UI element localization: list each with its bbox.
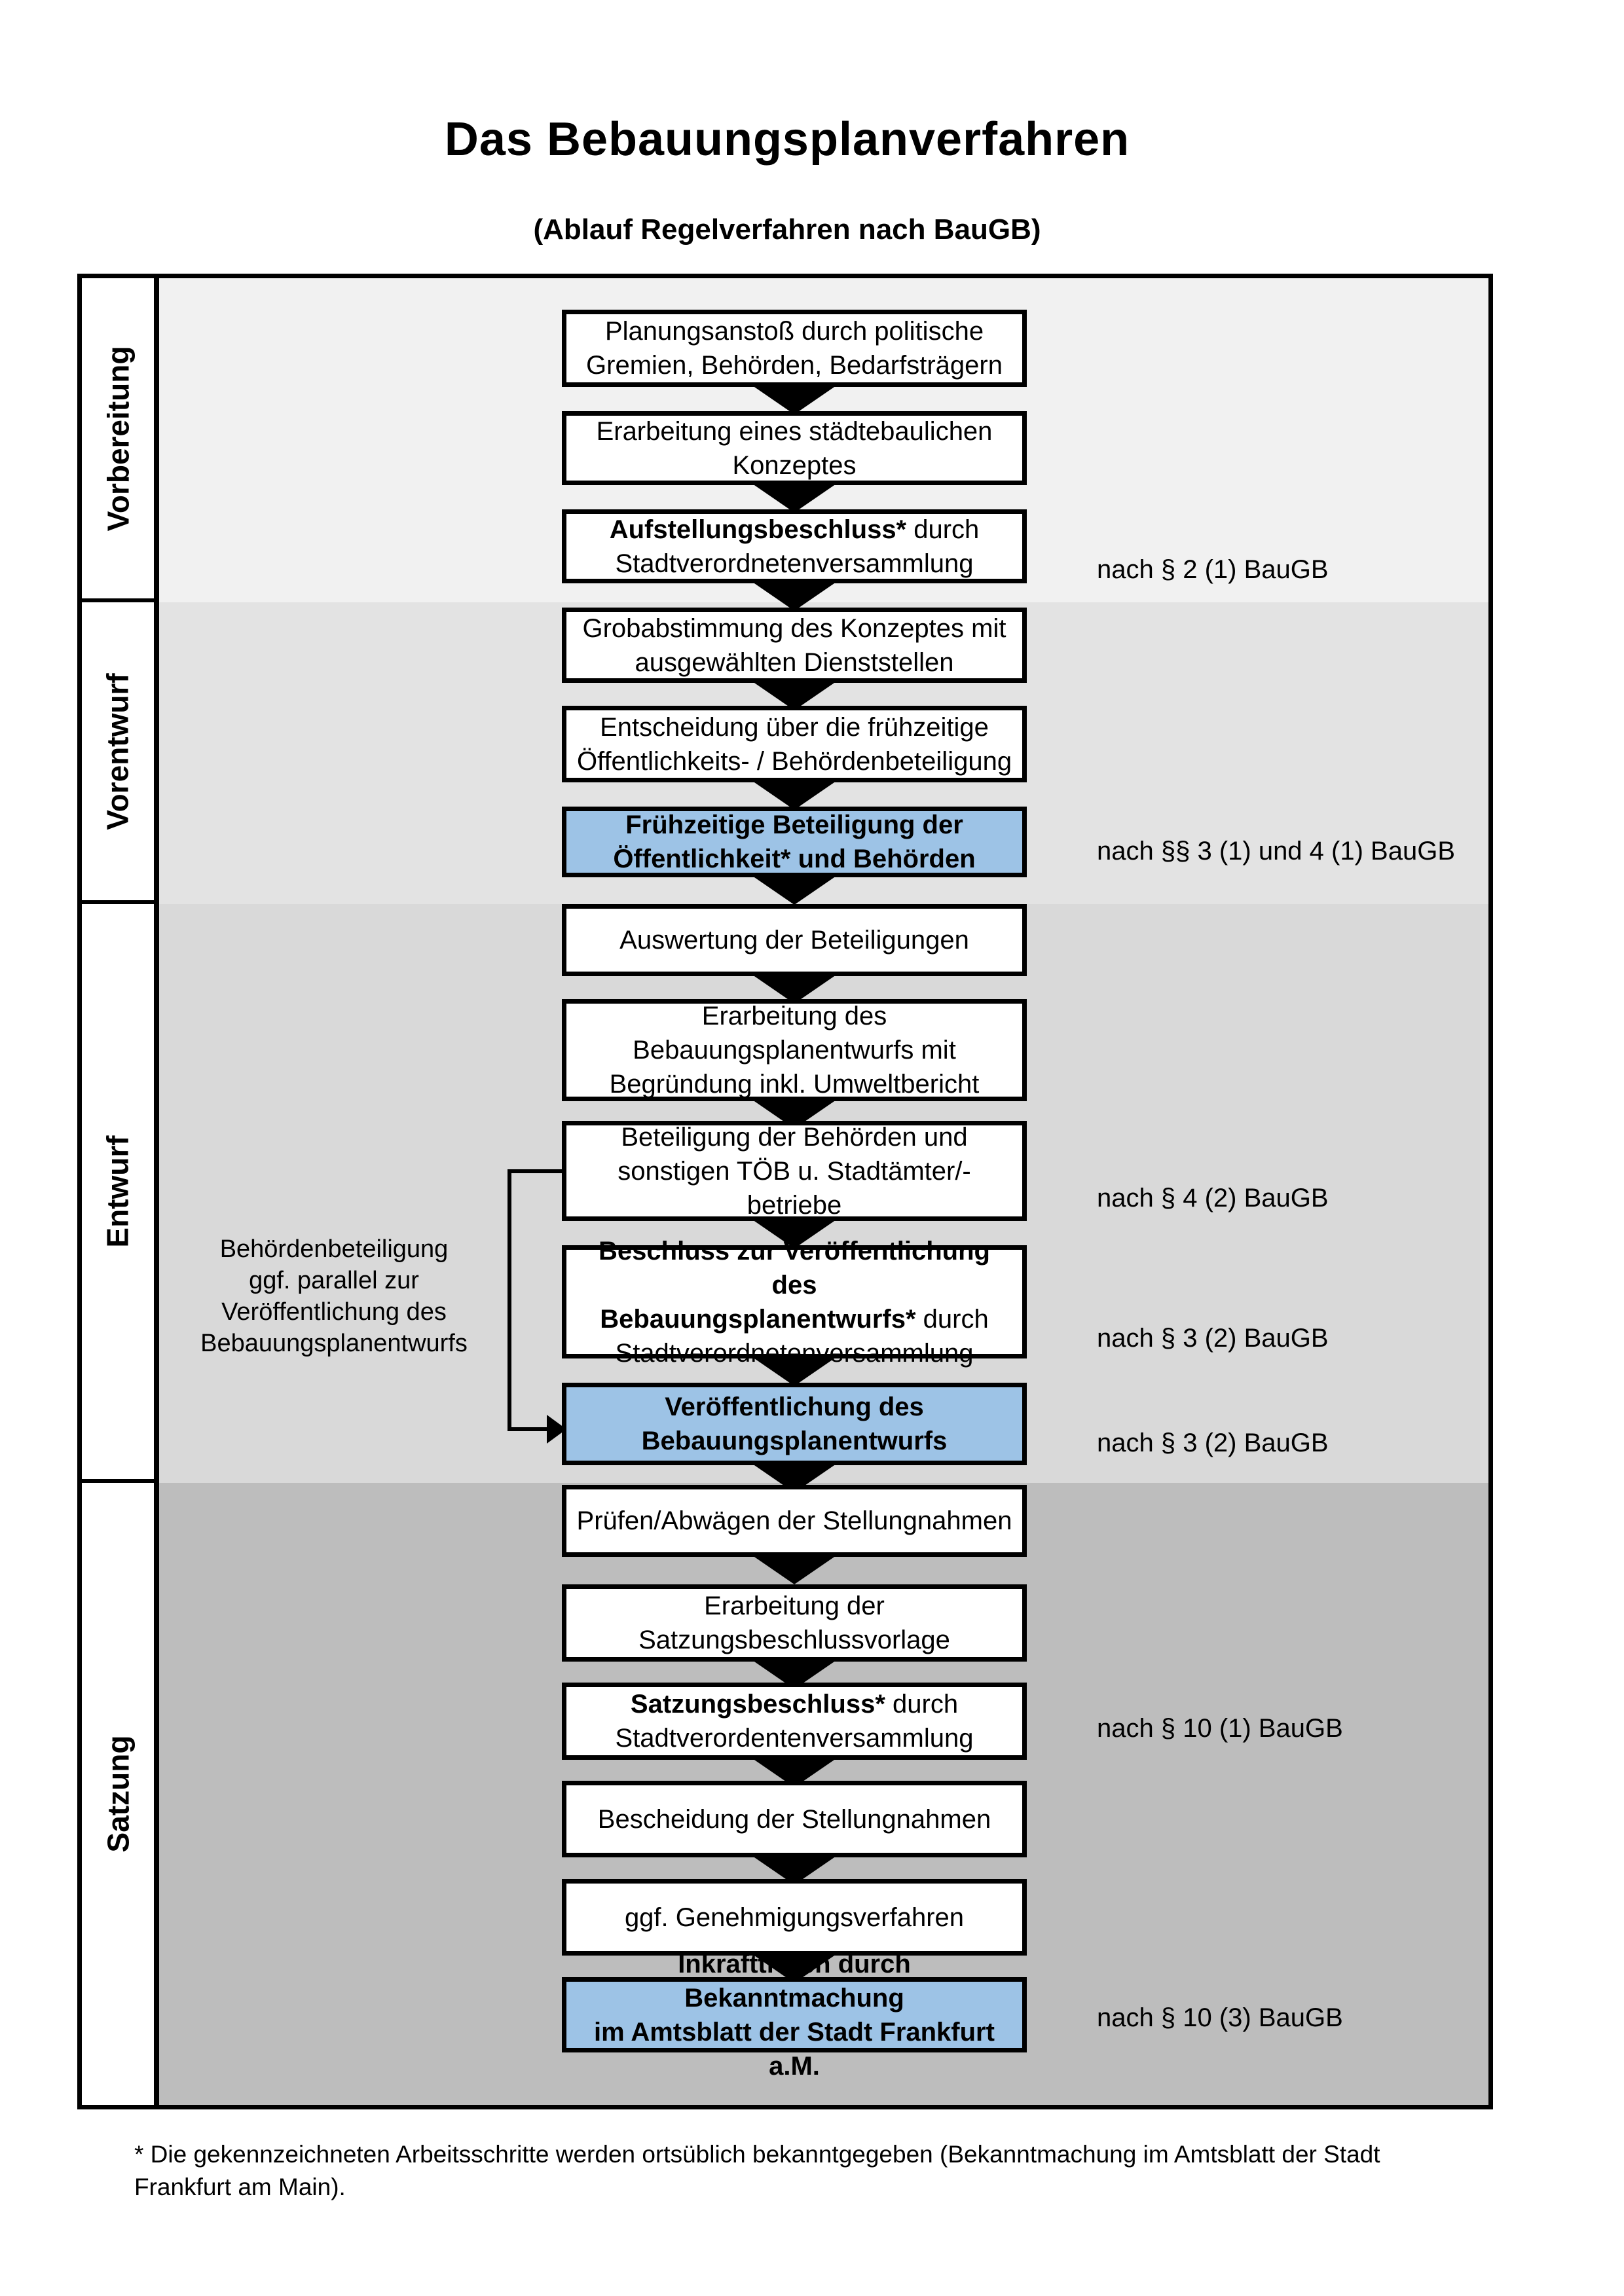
- step-text: Grobabstimmung des Konzeptes mit ausgewä…: [582, 613, 1006, 677]
- bracket-line-bottom: [507, 1427, 548, 1431]
- step-text: Auswertung der Beteiligungen: [619, 926, 969, 955]
- arrow-down-icon: [752, 1556, 836, 1584]
- legal-ref-inkrafttreten: nach § 10 (3) BauGB: [1097, 2003, 1343, 2032]
- arrow-down-icon: [752, 1220, 836, 1248]
- step-veroeffentlichung-entwurf: Veröffentlichung des Bebauungsplanentwur…: [562, 1383, 1027, 1465]
- phase-cell-satzung: Satzung: [82, 1483, 154, 2105]
- step-text: durch Stadtverordentenversammlung: [615, 1690, 974, 1753]
- step-text: durch Bekanntmachung im Amtsblatt der St…: [594, 1949, 995, 2081]
- phase-label-column: Vorbereitung Vorentwurf Entwurf Satzung: [82, 278, 159, 2105]
- step-text: Erarbeitung eines städtebaulichen Konzep…: [596, 416, 993, 480]
- phase-cell-vorbereitung: Vorbereitung: [82, 278, 154, 602]
- step-grobabstimmung: Grobabstimmung des Konzeptes mit ausgewä…: [562, 608, 1027, 683]
- step-text: ggf. Genehmigungsverfahren: [624, 1903, 965, 1932]
- arrow-down-icon: [752, 582, 836, 611]
- legal-ref-fruehzeitige-beteiligung: nach §§ 3 (1) und 4 (1) BauGB: [1097, 837, 1455, 866]
- legal-ref-veroeffentlichung: nach § 3 (2) BauGB: [1097, 1429, 1329, 1457]
- step-planungsanstoss: Planungsanstoß durch politische Gremien,…: [562, 310, 1027, 387]
- bracket-line-vertical: [507, 1169, 511, 1431]
- legal-ref-aufstellungsbeschluss: nach § 2 (1) BauGB: [1097, 555, 1329, 584]
- step-inkrafttreten: Inkrafttreten durch Bekanntmachung im Am…: [562, 1950, 1027, 2081]
- page-title: Das Bebauungsplanverfahren: [444, 113, 1130, 166]
- step-satzungsbeschluss: Satzungsbeschluss* durch Stadtverordente…: [562, 1683, 1027, 1760]
- step-fruehzeitige-beteiligung: Frühzeitige Beteiligung der Öffentlichke…: [562, 807, 1027, 877]
- legal-ref-satzungsbeschluss: nach § 10 (1) BauGB: [1097, 1714, 1343, 1743]
- arrow-down-icon: [752, 975, 836, 1004]
- step-genehmigungsverfahren: ggf. Genehmigungsverfahren: [562, 1879, 1027, 1956]
- step-erarbeitung-satzungsbeschlussvorlage: Erarbeitung der Satzungsbeschlussvorlage: [562, 1584, 1027, 1662]
- step-text: Erarbeitung der Satzungsbeschlussvorlage: [638, 1592, 950, 1654]
- step-staedtebauliches-konzept: Erarbeitung eines städtebaulichen Konzep…: [562, 411, 1027, 485]
- arrow-down-icon: [752, 1357, 836, 1386]
- step-text: Planungsanstoß durch politische Gremien,…: [586, 317, 1003, 380]
- phase-label: Entwurf: [101, 1135, 136, 1248]
- arrow-down-icon: [752, 876, 836, 905]
- step-text-bold: Veröffentlichung des Bebauungsplanentwur…: [641, 1393, 948, 1455]
- phase-cell-entwurf: Entwurf: [82, 904, 154, 1483]
- step-text: Erarbeitung des Bebauungsplanentwurfs mi…: [609, 1002, 980, 1099]
- step-entscheidung-fruehzeitige-beteiligung: Entscheidung über die frühzeitige Öffent…: [562, 706, 1027, 782]
- step-text: Bescheidung der Stellungnahmen: [597, 1804, 991, 1834]
- step-text: Beteiligung der Behörden und sonstigen T…: [618, 1122, 971, 1220]
- step-text-bold: Frühzeitige Beteiligung der Öffentlichke…: [613, 811, 976, 873]
- step-beteiligung-behoerden-toeb: Beteiligung der Behörden und sonstigen T…: [562, 1121, 1027, 1221]
- step-text: Prüfen/Abwägen der Stellungnahmen: [576, 1506, 1012, 1535]
- step-pruefen-abwaegen: Prüfen/Abwägen der Stellungnahmen: [562, 1485, 1027, 1557]
- phase-label: Vorentwurf: [101, 672, 135, 830]
- step-text-bold: Satzungsbeschluss*: [630, 1690, 885, 1719]
- step-text: durch Stadtverordnetenversammlung: [615, 515, 980, 578]
- arrow-down-icon: [752, 484, 836, 513]
- step-auswertung-beteiligungen: Auswertung der Beteiligungen: [562, 904, 1027, 976]
- step-erarbeitung-bebauungsplanentwurf: Erarbeitung des Bebauungsplanentwurfs mi…: [562, 999, 1027, 1101]
- step-text-bold: Inkrafttreten: [678, 1949, 831, 1978]
- bracket-line-top: [507, 1169, 563, 1173]
- legal-ref-beschluss-veroeffentlichung: nach § 3 (2) BauGB: [1097, 1324, 1329, 1353]
- phase-label: Satzung: [101, 1735, 136, 1853]
- phase-cell-vorentwurf: Vorentwurf: [82, 602, 154, 904]
- arrow-right-icon: [547, 1415, 566, 1444]
- step-text-bold: Beschluss zur Veröffentlichung des Bebau…: [599, 1236, 990, 1334]
- legal-ref-behoerdenbeteiligung: nach § 4 (2) BauGB: [1097, 1184, 1329, 1212]
- step-text: durch Stadtverordnetenversammlung: [615, 1304, 989, 1368]
- step-text-bold: Aufstellungsbeschluss*: [609, 515, 907, 544]
- arrow-down-icon: [752, 386, 836, 414]
- step-beschluss-veroeffentlichung: Beschluss zur Veröffentlichung des Bebau…: [562, 1237, 1027, 1368]
- page-subtitle: (Ablauf Regelverfahren nach BauGB): [533, 213, 1041, 246]
- step-text: Entscheidung über die frühzeitige Öffent…: [576, 712, 1012, 776]
- arrow-down-icon: [752, 682, 836, 710]
- step-bescheidung-stellungnahmen: Bescheidung der Stellungnahmen: [562, 1781, 1027, 1857]
- arrow-down-icon: [752, 781, 836, 810]
- phase-label: Vorbereitung: [101, 346, 136, 531]
- step-aufstellungsbeschluss: Aufstellungsbeschluss* durch Stadtverord…: [562, 509, 1027, 583]
- parallel-procedure-note: Behördenbeteiligung ggf. parallel zur Ve…: [200, 1235, 468, 1357]
- footnote: * Die gekennzeichneten Arbeitsschritte w…: [134, 2141, 1380, 2200]
